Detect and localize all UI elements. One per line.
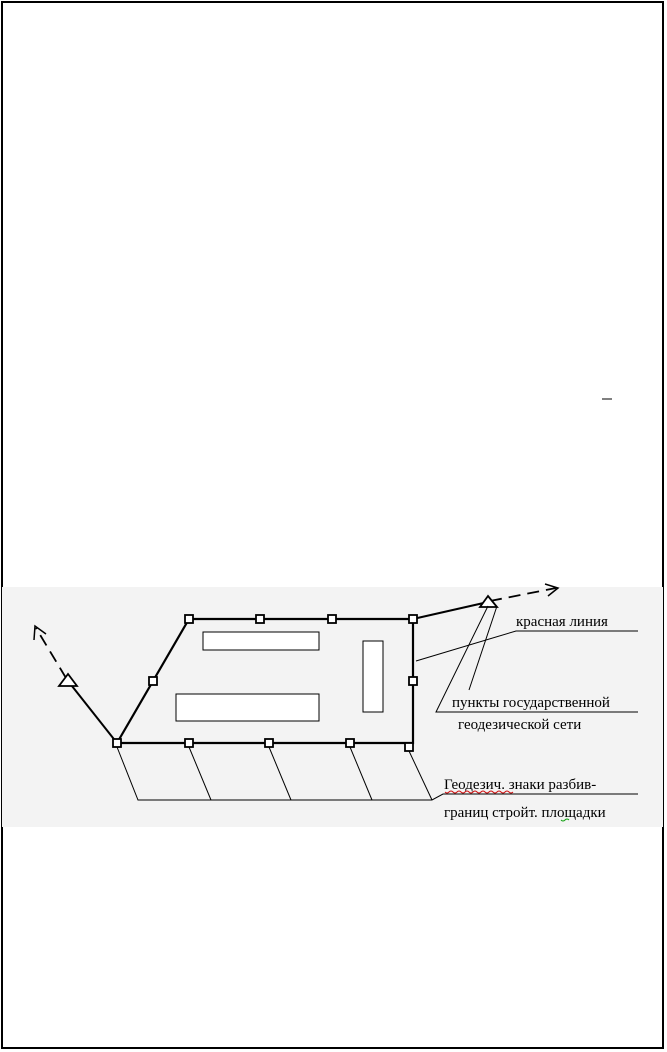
square-marker-icon: [112, 738, 122, 748]
building-3: [362, 640, 384, 713]
boundary-extension-right: [412, 601, 489, 620]
triangle-icon: [57, 672, 79, 687]
building-2: [175, 693, 320, 722]
grammar-underline: [560, 818, 570, 822]
label-state-network-line2: геодезической сети: [458, 717, 581, 733]
spellcheck-underline: [444, 790, 514, 794]
square-marker-icon: [148, 676, 158, 686]
label-red-line: красная линия: [516, 614, 608, 630]
dashed-arrow-icon-right: [489, 583, 560, 602]
label-markers-line2: границ стройт. площадки: [444, 805, 606, 821]
square-marker-icon: [408, 676, 418, 686]
leader-state-network: [435, 605, 638, 713]
label-state-network-line1: пункты государственной: [452, 695, 610, 711]
square-marker-icon: [184, 614, 194, 624]
square-marker-icon: [255, 614, 265, 624]
dashed-arrow-icon-left: [33, 624, 67, 679]
square-marker-icon: [404, 742, 414, 752]
square-marker-icon: [408, 614, 418, 624]
diagram-background: [2, 587, 663, 827]
boundary-extension-left: [67, 680, 118, 744]
label-markers-line1: Геодезич. знаки разбив-: [444, 777, 596, 793]
square-marker-icon: [264, 738, 274, 748]
square-marker-icon: [184, 738, 194, 748]
leader-markers: [116, 746, 638, 801]
square-marker-icon: [345, 738, 355, 748]
square-marker-icon: [327, 614, 337, 624]
building-1: [202, 631, 320, 651]
leader-red-line: [415, 630, 638, 662]
triangle-icon: [478, 594, 499, 608]
